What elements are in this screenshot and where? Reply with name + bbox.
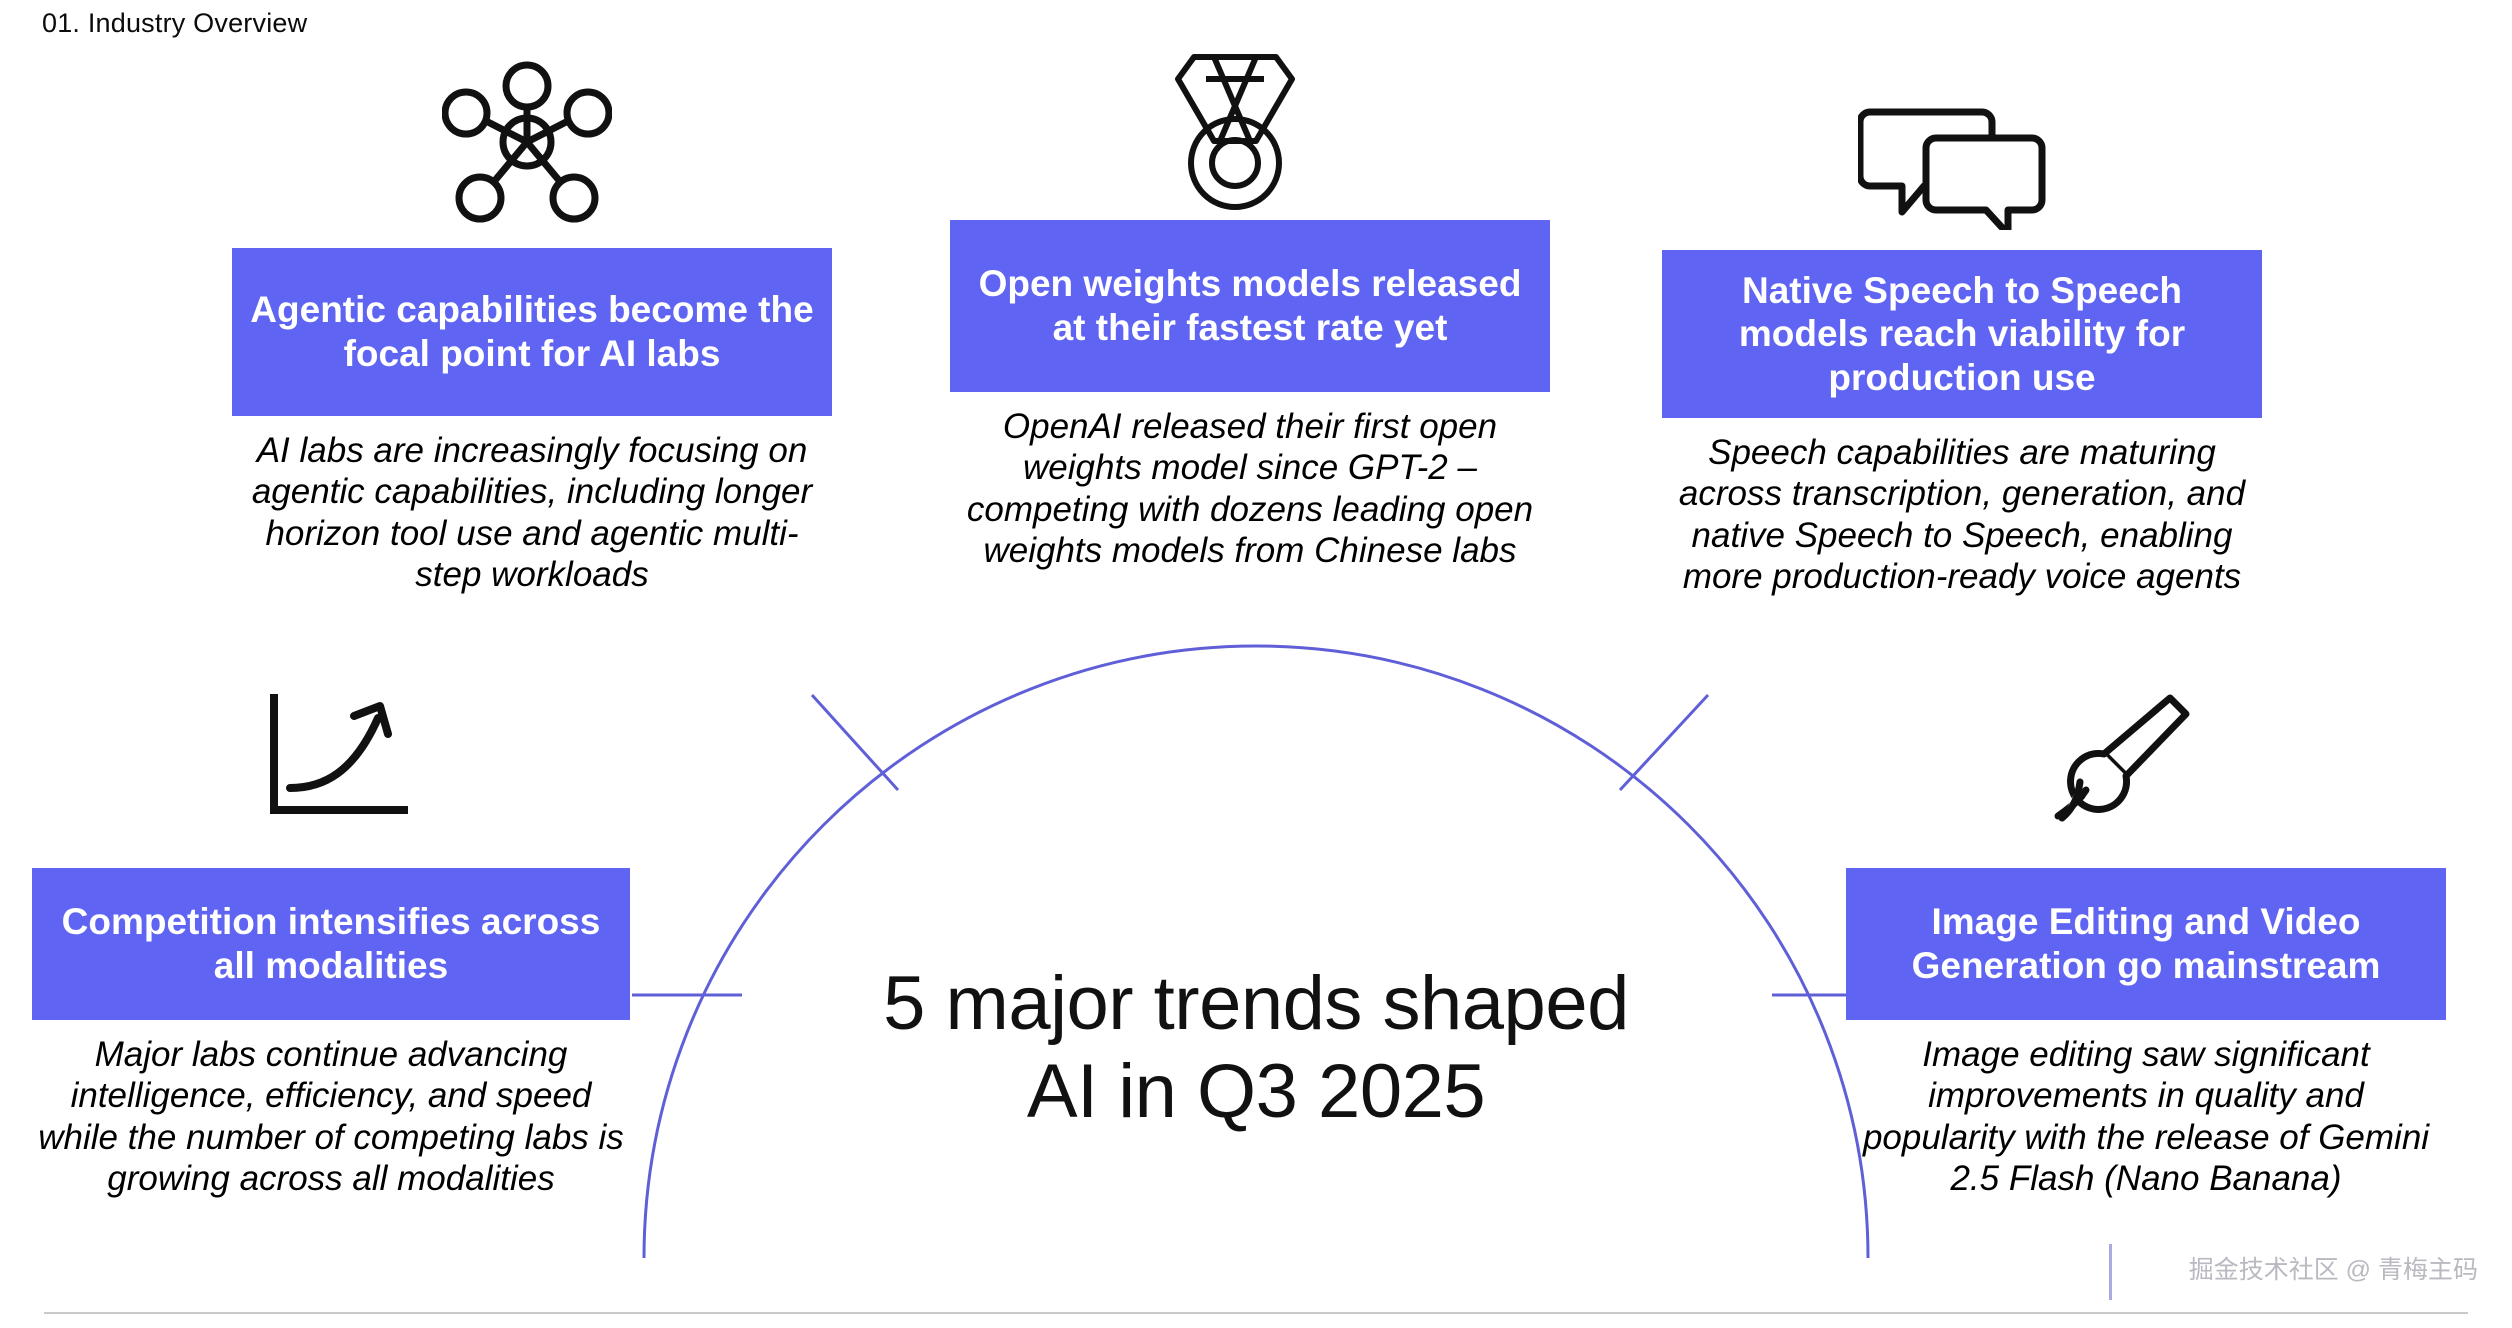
footer-divider — [44, 1312, 2468, 1314]
trend-title-open-weights[interactable]: Open weights models released at their fa… — [950, 220, 1550, 392]
trend-body-agentic: AI labs are increasingly focusing on age… — [251, 431, 813, 594]
trend-cluster-open-weights: Open weights models released at their fa… — [950, 54, 1550, 571]
trend-body-speech: Speech capabilities are maturing across … — [1678, 433, 2246, 596]
trend-body-competition: Major labs continue advancing intelligen… — [38, 1035, 624, 1198]
watermark-text: 掘金技术社区 @ 青梅主码 — [2188, 1256, 2478, 1284]
network-hub-icon — [441, 58, 613, 231]
center-title-line-2: AI in Q3 2025 — [1026, 1049, 1486, 1135]
arc-path — [642, 644, 1870, 1259]
watermark-divider-bar — [2109, 1244, 2112, 1300]
connector-speech — [1618, 693, 1710, 792]
trend-body-open-weights: OpenAI released their first open weights… — [966, 407, 1534, 570]
connector-agentic — [810, 693, 900, 792]
speech-bubbles-icon — [1856, 90, 2048, 238]
medal-icon — [1150, 45, 1320, 218]
trend-cluster-image-editing: Image Editing and Video Generation go ma… — [1846, 694, 2446, 1199]
trend-title-image-editing[interactable]: Image Editing and Video Generation go ma… — [1846, 868, 2446, 1020]
growth-chart-icon — [254, 688, 414, 833]
trend-title-competition[interactable]: Competition intensifies across all modal… — [32, 868, 630, 1020]
paintbrush-icon — [2042, 690, 2202, 835]
watermark: 掘金技术社区 @ 青梅主码 — [2189, 1250, 2478, 1286]
center-title: 5 major trends shaped AI in Q3 2025 — [756, 960, 1756, 1136]
trend-cluster-competition: Competition intensifies across all modal… — [32, 694, 630, 1199]
trend-cluster-agentic: Agentic capabilities become the focal po… — [232, 61, 832, 595]
center-title-line-1: 5 major trends shaped — [883, 961, 1629, 1046]
page-section-label: 01. Industry Overview — [42, 8, 308, 38]
trend-title-speech[interactable]: Native Speech to Speech models reach via… — [1662, 250, 2262, 418]
trend-cluster-speech: Native Speech to Speech models reach via… — [1662, 108, 2262, 597]
trend-title-agentic[interactable]: Agentic capabilities become the focal po… — [232, 248, 832, 416]
trend-body-image-editing: Image editing saw significant improvemen… — [1862, 1035, 2430, 1198]
